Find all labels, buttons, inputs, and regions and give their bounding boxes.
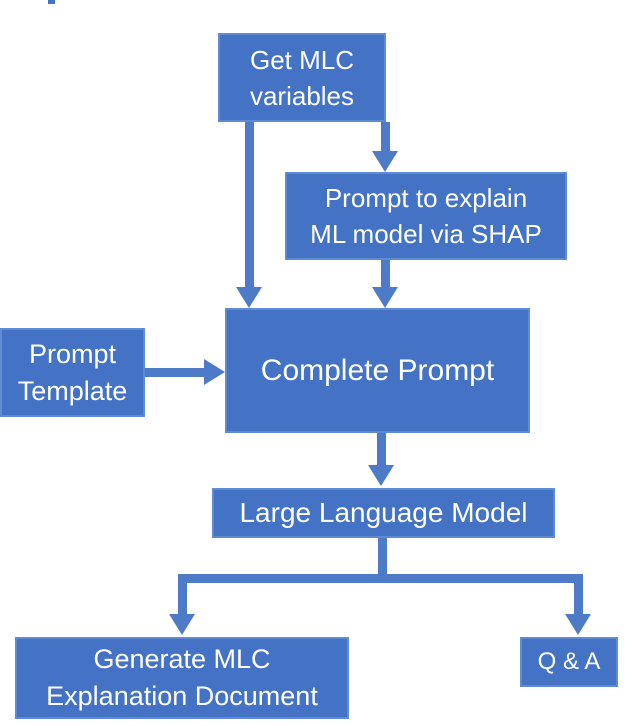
arrow-llm-to-qa-shaft xyxy=(574,578,583,614)
node-prompt-template: Prompt Template xyxy=(0,328,145,417)
node-label-line: Generate MLC xyxy=(93,644,271,674)
arrow-llm-to-generate-head xyxy=(169,614,195,635)
arrow-llm-to-qa-head xyxy=(565,614,591,635)
arrow-getmlc-to-shap-shaft xyxy=(381,122,390,151)
node-label-line: Explanation Document xyxy=(46,681,318,711)
arrow-shap-to-complete-shaft xyxy=(381,260,390,287)
arrow-llm-to-generate-shaft xyxy=(178,578,187,614)
arrow-complete-to-llm-head xyxy=(368,465,394,486)
cropped-artifact-mark xyxy=(48,0,55,4)
arrow-getmlc-to-complete-shaft xyxy=(245,122,254,287)
node-label-line: Large Language Model xyxy=(239,497,528,528)
arrow-template-to-complete-shaft xyxy=(145,368,204,377)
node-label-line: ML model via SHAP xyxy=(310,219,542,249)
node-label-line: Template xyxy=(17,375,128,406)
arrow-getmlc-to-shap-head xyxy=(372,151,398,172)
arrow-template-to-complete-head xyxy=(204,359,225,385)
node-label-line: Complete Prompt xyxy=(260,353,495,387)
node-label-line: variables xyxy=(249,80,355,111)
node-generate-mlc-explanation-document: Generate MLC Explanation Document xyxy=(15,637,349,719)
connector-llm-branch-bar xyxy=(178,574,583,583)
node-get-mlc-variables: Get MLC variables xyxy=(218,33,386,122)
node-label-line: Q & A xyxy=(537,648,601,675)
arrow-getmlc-to-complete-head xyxy=(236,287,262,308)
node-prompt-explain-shap: Prompt to explain ML model via SHAP xyxy=(285,172,567,260)
connector-llm-branch-stub xyxy=(378,538,387,578)
arrow-shap-to-complete-head xyxy=(372,287,398,308)
node-label-line: Prompt to explain xyxy=(324,183,528,213)
node-large-language-model: Large Language Model xyxy=(212,488,555,538)
node-complete-prompt: Complete Prompt xyxy=(225,308,530,433)
arrow-complete-to-llm-shaft xyxy=(377,433,386,465)
node-label-line: Get MLC xyxy=(249,44,355,75)
node-label-line: Prompt xyxy=(28,338,117,369)
node-q-and-a: Q & A xyxy=(520,637,618,687)
